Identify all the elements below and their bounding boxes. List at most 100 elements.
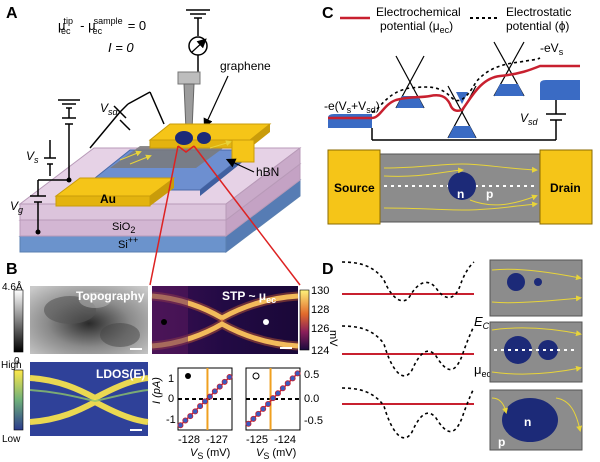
iv-right-point: [269, 395, 276, 402]
iv-left-ytick-0: 1: [168, 373, 174, 385]
iv-right-xlabel: VS (mV): [256, 447, 296, 461]
es-potential-curve: [371, 57, 541, 113]
iv-left-point: [187, 413, 194, 420]
drain-contact: [539, 149, 593, 225]
neg-evs-label: -eVs: [540, 41, 564, 57]
legend-ec2: potential (μec): [380, 19, 453, 35]
p-label-d: p: [498, 435, 505, 449]
iv-left-ytick-2: -1: [166, 414, 176, 426]
ecnp-curve-row2: [341, 325, 475, 377]
n-blob-row3: [502, 398, 558, 442]
iv-right-xtick-1: -124: [274, 434, 296, 446]
graphene-label: graphene: [220, 59, 271, 73]
n-blob-row2-b: [538, 340, 558, 360]
iv-right-point: [294, 370, 301, 377]
iv-left-xtick-0: -128: [178, 434, 200, 446]
iv-right-point: [274, 390, 281, 397]
iv-chart-right: [245, 367, 301, 431]
ecnp-curve-row3: [341, 387, 475, 439]
stp-unit: mV: [327, 330, 339, 347]
iv-right-point: [250, 415, 257, 422]
vg-label-a: Vg: [10, 199, 23, 215]
legend-es2: potential (ϕ): [506, 19, 569, 33]
equation-current: I = 0: [108, 40, 134, 55]
panel-b: 4.6Å 0 Topography High Low LDOS(E) STP ~…: [1, 280, 339, 461]
iv-right-marker-open: [252, 372, 260, 380]
panel-d: ECNP μec n p: [341, 259, 583, 451]
stm-tip: [183, 83, 195, 131]
iv-left-ytick-1: 0: [168, 393, 174, 405]
iv-left-point: [192, 408, 199, 415]
n-blob-row1-b: [534, 278, 542, 286]
vs-label-a: Vs: [26, 149, 39, 165]
legend-es: Electrostatic: [506, 5, 571, 19]
si-label: Si++: [118, 235, 138, 251]
iv-left-point: [182, 417, 189, 424]
iv-left-ylabel: I (pA): [151, 377, 163, 404]
iv-right-point: [260, 405, 267, 412]
iv-right-point: [245, 420, 252, 427]
iv-right-point: [289, 375, 296, 382]
ecnp-curve-row1: [341, 261, 475, 302]
left-potential-label: -e(Vs+Vsd): [324, 99, 380, 115]
source-contact: [327, 149, 381, 225]
channel-row1: [489, 259, 583, 317]
au-label: Au: [100, 192, 116, 206]
topo-scale-min: 0: [14, 356, 20, 367]
panel-label-c: C: [322, 5, 334, 22]
zoom-line-left: [149, 145, 179, 286]
iv-left-xtick-1: -127: [206, 434, 228, 446]
n-label-c: n: [457, 187, 464, 201]
stp-point-open: [263, 319, 269, 325]
panel-label-b: B: [6, 261, 18, 278]
n-region-blob: [175, 131, 193, 145]
n-blob-row1-a: [507, 273, 525, 291]
iv-right-point: [255, 410, 262, 417]
iv-right-point: [265, 400, 272, 407]
p-label-c: p: [486, 187, 493, 201]
iv-left-point: [216, 383, 223, 390]
p-region-blob: [197, 132, 211, 144]
hbn-label: hBN: [256, 165, 279, 179]
topo-scale-max: 4.6Å: [2, 280, 23, 293]
vsd-label-a: Vsd: [100, 101, 119, 117]
iv-right-ytick-2: -0.5: [304, 415, 323, 427]
ldos-scale-min: Low: [2, 434, 21, 445]
iv-left-marker-filled: [185, 373, 191, 379]
stp-colorbar: [299, 289, 310, 351]
n-label-d: n: [524, 415, 531, 429]
zoom-line-right: [193, 145, 301, 286]
iv-left-xlabel: VS (mV): [190, 447, 230, 461]
stp-tick-2: 126: [311, 323, 329, 335]
iv-right-ytick-1: 0.0: [304, 393, 319, 405]
stp-point-filled: [161, 319, 167, 325]
iv-right-xtick-0: -125: [246, 434, 268, 446]
stp-tick-0: 130: [311, 285, 329, 297]
iv-right-point: [279, 385, 286, 392]
iv-left-point: [206, 393, 213, 400]
topography-colorbar: [13, 289, 24, 353]
iv-left-point: [201, 398, 208, 405]
ec-potential-curve: [328, 64, 580, 120]
iv-right-ytick-0: 0.5: [304, 369, 319, 381]
ldos-title: LDOS(E): [96, 367, 145, 381]
stp-tick-1: 128: [311, 304, 329, 316]
iv-left-point: [197, 403, 204, 410]
n-region: [448, 172, 476, 200]
iv-left-point: [211, 388, 218, 395]
sio2-label: SiO2: [112, 221, 135, 235]
dirac-cone-3: [493, 41, 525, 97]
iv-right-point: [284, 380, 291, 387]
iv-left-point: [221, 378, 228, 385]
panel-label-a: A: [6, 5, 18, 22]
panel-c: Electrochemical potential (μec) Electros…: [324, 5, 593, 225]
source-label: Source: [334, 181, 375, 195]
muec-label: μec: [474, 362, 492, 379]
ldos-scale-max: High: [1, 360, 22, 371]
iv-left-point: [226, 374, 233, 381]
dirac-cone-2: [447, 85, 477, 139]
iv-left-point: [177, 422, 184, 429]
